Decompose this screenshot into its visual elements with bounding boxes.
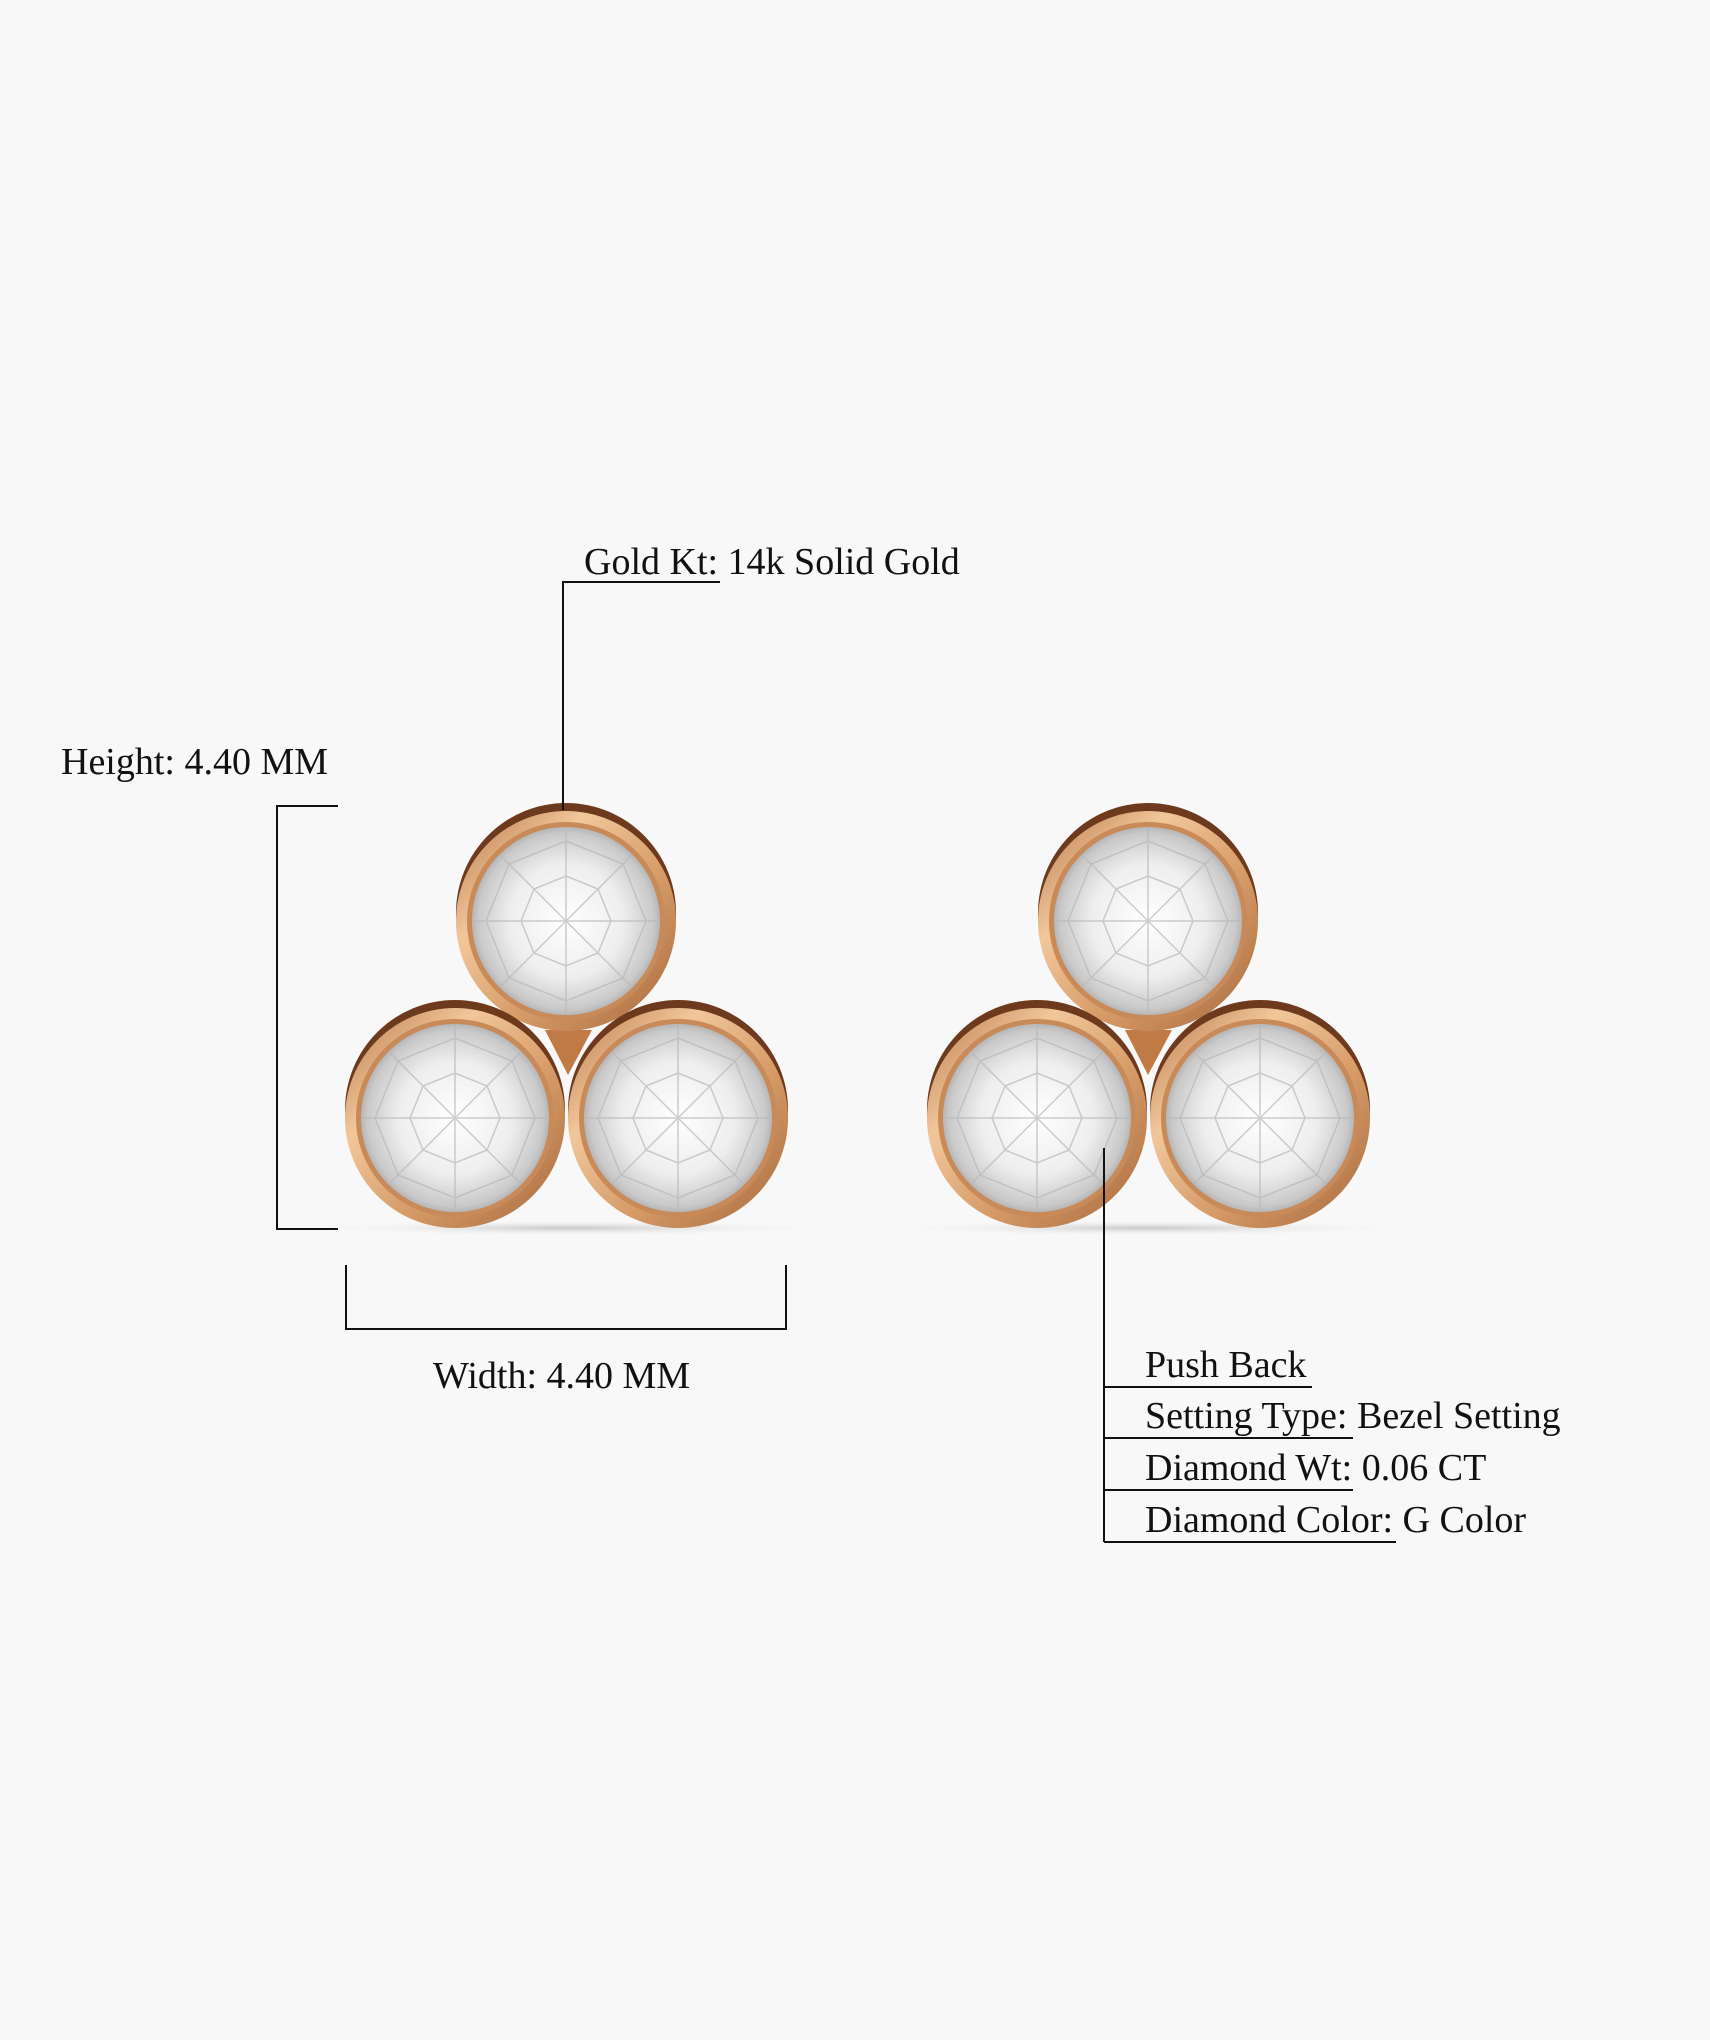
right-earring <box>926 802 1371 1229</box>
diamond-bottom-left <box>344 999 566 1229</box>
diamond-bottom-right <box>1149 999 1371 1229</box>
spec-back-type: Push Back <box>1145 1344 1307 1386</box>
width-label: Width: 4.40 MM <box>433 1355 690 1397</box>
right-earring-shadow <box>878 1220 1418 1236</box>
diamond-top <box>1037 802 1259 1032</box>
width-bracket <box>345 1265 787 1330</box>
diamond-bottom-left <box>926 999 1148 1229</box>
spec-diamond-weight: Diamond Wt: 0.06 CT <box>1145 1447 1486 1489</box>
left-earring <box>344 802 789 1229</box>
height-bracket <box>276 805 338 1230</box>
gold-kt-label: Gold Kt: 14k Solid Gold <box>584 541 960 583</box>
height-label: Height: 4.40 MM <box>61 741 328 783</box>
gold-kt-leader-line <box>562 581 720 810</box>
left-earring-shadow <box>298 1220 838 1236</box>
spec-setting-type: Setting Type: Bezel Setting <box>1145 1395 1561 1437</box>
diamond-bottom-right <box>567 999 789 1229</box>
diamond-top <box>455 802 677 1032</box>
spec-diamond-color: Diamond Color: G Color <box>1145 1499 1526 1541</box>
